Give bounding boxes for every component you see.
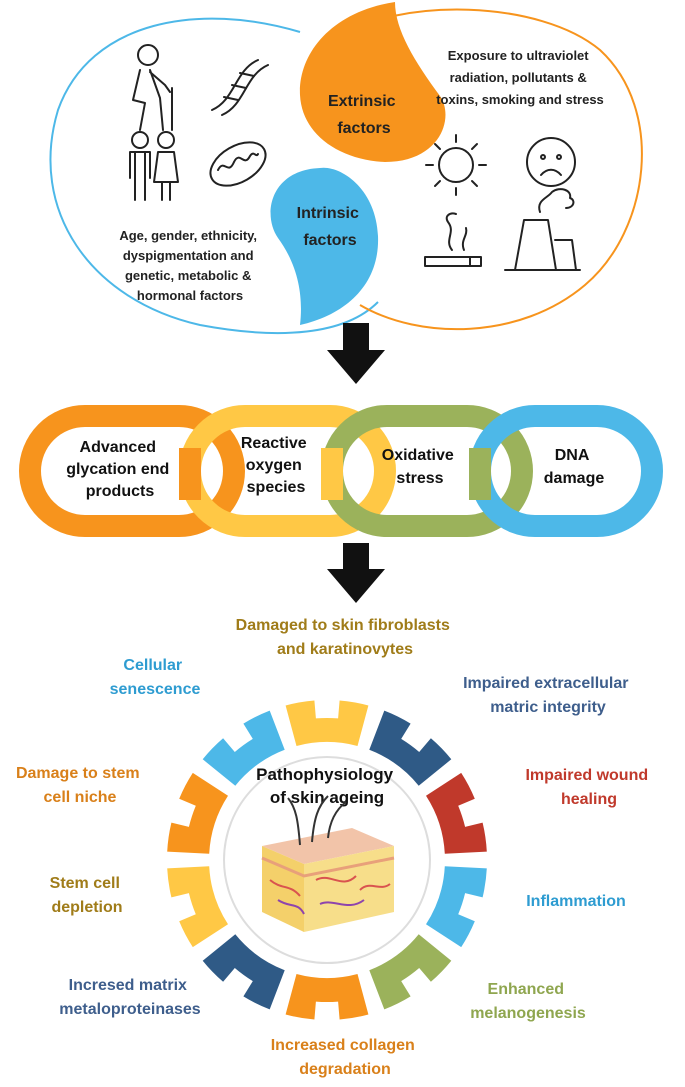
effect-label-7: Incresed matrix metaloproteinases [59, 977, 200, 1018]
gear-segment-1 [285, 700, 369, 746]
gear-segment-3 [426, 772, 487, 854]
elderly-person-icon [132, 44, 173, 131]
effect-label-2: Impaired extracellular matric integrity [463, 675, 633, 716]
extrinsic-description: Exposure to ultraviolet radiation, pollu… [436, 48, 604, 107]
effect-labels: Damaged to skin fibroblasts and karatino… [16, 617, 652, 1078]
effect-label-1: Damaged to skin fibroblasts and karatino… [236, 617, 455, 658]
gear-segment-4 [426, 866, 487, 948]
chain-label-4: DNA damage [544, 447, 605, 487]
intrinsic-description: Age, gender, ethnicity, dyspigmentation … [119, 228, 260, 303]
svg-text:Extrinsic factors: Extrinsic factors [328, 93, 400, 137]
chain-section: Advanced glycation end products Reactive… [19, 405, 663, 537]
effect-label-3: Impaired wound healing [525, 767, 652, 808]
chain-link-1 [19, 405, 245, 537]
gear-segment-7 [202, 934, 285, 1010]
gear-segment-9 [167, 772, 228, 854]
intrinsic-subtitle: factors [303, 232, 356, 249]
down-arrow-2 [327, 543, 385, 603]
factors-section: Extrinsic factors Intrinsic factors Expo… [49, 2, 643, 335]
dna-icon [211, 59, 269, 116]
effect-label-5: Enhanced melanogenesis [470, 981, 586, 1022]
gear-segment-5 [369, 934, 452, 1010]
effect-label-8: Stem cell depletion [50, 875, 125, 916]
chain-label-1: Advanced glycation end products [66, 439, 174, 500]
chain-label-2: Reactive oxygen species [241, 435, 311, 496]
effect-label-6: Increased collagen degradation [271, 1037, 420, 1078]
extrinsic-blob [299, 2, 446, 162]
gear-segment-6 [285, 974, 369, 1020]
mitochondria-icon [209, 141, 267, 187]
gear-segment-10 [202, 710, 285, 786]
extrinsic-subtitle: factors [337, 120, 390, 137]
intrinsic-blob [270, 167, 379, 325]
effect-label-4: Inflammation [526, 893, 626, 910]
couple-icon [129, 131, 179, 201]
intrinsic-title: Intrinsic [297, 205, 359, 222]
factory-icon [504, 188, 581, 271]
gear-segment-8 [167, 866, 228, 948]
skin-layers-illustration [261, 795, 395, 932]
sad-face-icon [526, 137, 576, 187]
svg-text:Intrinsic factors: Intrinsic factors [297, 205, 364, 249]
extrinsic-outline [329, 8, 643, 331]
sun-icon [425, 134, 487, 196]
effect-label-9: Damage to stem cell niche [16, 765, 144, 806]
cigarette-icon [424, 212, 482, 267]
gear-segments [167, 700, 487, 1020]
intrinsic-outline [49, 17, 379, 335]
down-arrow-1 [327, 323, 385, 384]
chain-label-3: Oxidative stress [382, 447, 458, 487]
gear-section: Pathophysiology of skin ageing Damaged t… [16, 617, 652, 1078]
extrinsic-title: Extrinsic [328, 93, 396, 110]
gear-segment-2 [369, 710, 452, 786]
effect-label-10: Cellular senescence [110, 657, 201, 698]
